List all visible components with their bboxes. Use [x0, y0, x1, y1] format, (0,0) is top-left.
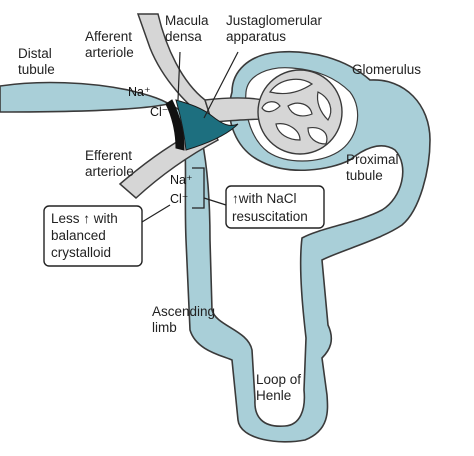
glomerulus-label: Glomerulus	[352, 62, 421, 77]
macula-label: Macula	[165, 13, 209, 28]
balanced-callout-line1: Less ↑ with	[51, 211, 118, 226]
bracket-connector	[203, 197, 227, 206]
leader-balanced	[141, 204, 171, 223]
balanced-callout: Less ↑ with balanced crystalloid	[43, 205, 143, 267]
leader-macula	[177, 51, 181, 101]
lower-cl-label: Cl⁻	[170, 192, 188, 206]
afferent-label-2: arteriole	[85, 45, 134, 60]
juxta-label: Justaglomerular	[226, 13, 323, 28]
upper-cl-label: Cl⁻	[150, 105, 168, 119]
efferent-label: Efferent	[85, 148, 132, 163]
glomerulus-tuft	[204, 69, 343, 155]
proximal-label: Proximal	[346, 152, 399, 167]
ion-bracket	[192, 167, 205, 209]
loop-label-2: Henle	[256, 388, 291, 403]
juxtaglomerular-apparatus	[175, 99, 239, 151]
nacl-callout: ↑with NaCl resuscitation	[225, 185, 325, 229]
loop-label: Loop of	[256, 372, 301, 387]
leader-juxta	[203, 51, 239, 119]
juxta-label-2: apparatus	[226, 29, 286, 44]
afferent-label: Afferent	[85, 29, 132, 44]
upper-na-label: Na⁺	[128, 85, 151, 99]
macula-label-2: densa	[165, 29, 202, 44]
distal-label-2: tubule	[18, 62, 55, 77]
lower-na-label: Na⁺	[170, 173, 193, 187]
nacl-callout-line2: resuscitation	[232, 209, 308, 224]
ascending-label: Ascending	[152, 304, 215, 319]
distal-label: Distal	[18, 46, 52, 61]
efferent-label-2: arteriole	[85, 164, 134, 179]
balanced-callout-line3: crystalloid	[51, 245, 111, 260]
macula-densa	[165, 99, 185, 151]
nacl-callout-line1: ↑with NaCl	[232, 191, 297, 206]
ascending-label-2: limb	[152, 320, 177, 335]
balanced-callout-line2: balanced	[51, 228, 106, 243]
proximal-label-2: tubule	[346, 168, 383, 183]
